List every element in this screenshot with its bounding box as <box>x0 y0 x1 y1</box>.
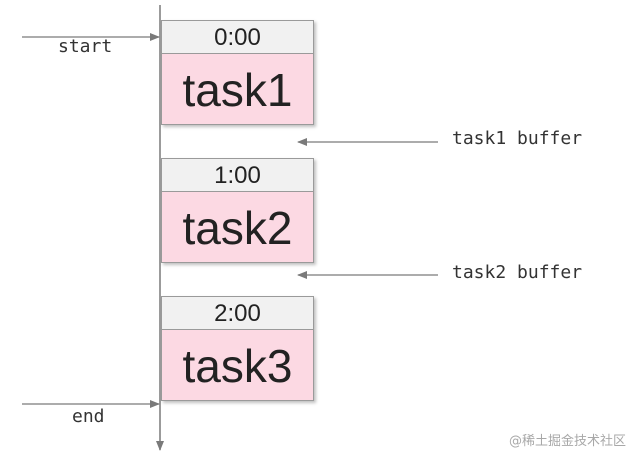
task-time: 1:00 <box>162 159 313 192</box>
task-name: task2 <box>162 192 313 262</box>
task-time: 0:00 <box>162 21 313 54</box>
task1-buffer-label: task1 buffer <box>452 128 583 149</box>
task-block-1: 0:00 task1 <box>161 20 314 125</box>
task-name: task1 <box>162 54 313 124</box>
watermark: @稀土掘金技术社区 <box>508 434 626 449</box>
task-block-3: 2:00 task3 <box>161 296 314 401</box>
task-block-2: 1:00 task2 <box>161 158 314 263</box>
task2-buffer-label: task2 buffer <box>452 262 583 283</box>
start-label: start <box>58 36 113 57</box>
end-label: end <box>72 406 105 427</box>
task-time: 2:00 <box>162 297 313 330</box>
task-name: task3 <box>162 330 313 400</box>
